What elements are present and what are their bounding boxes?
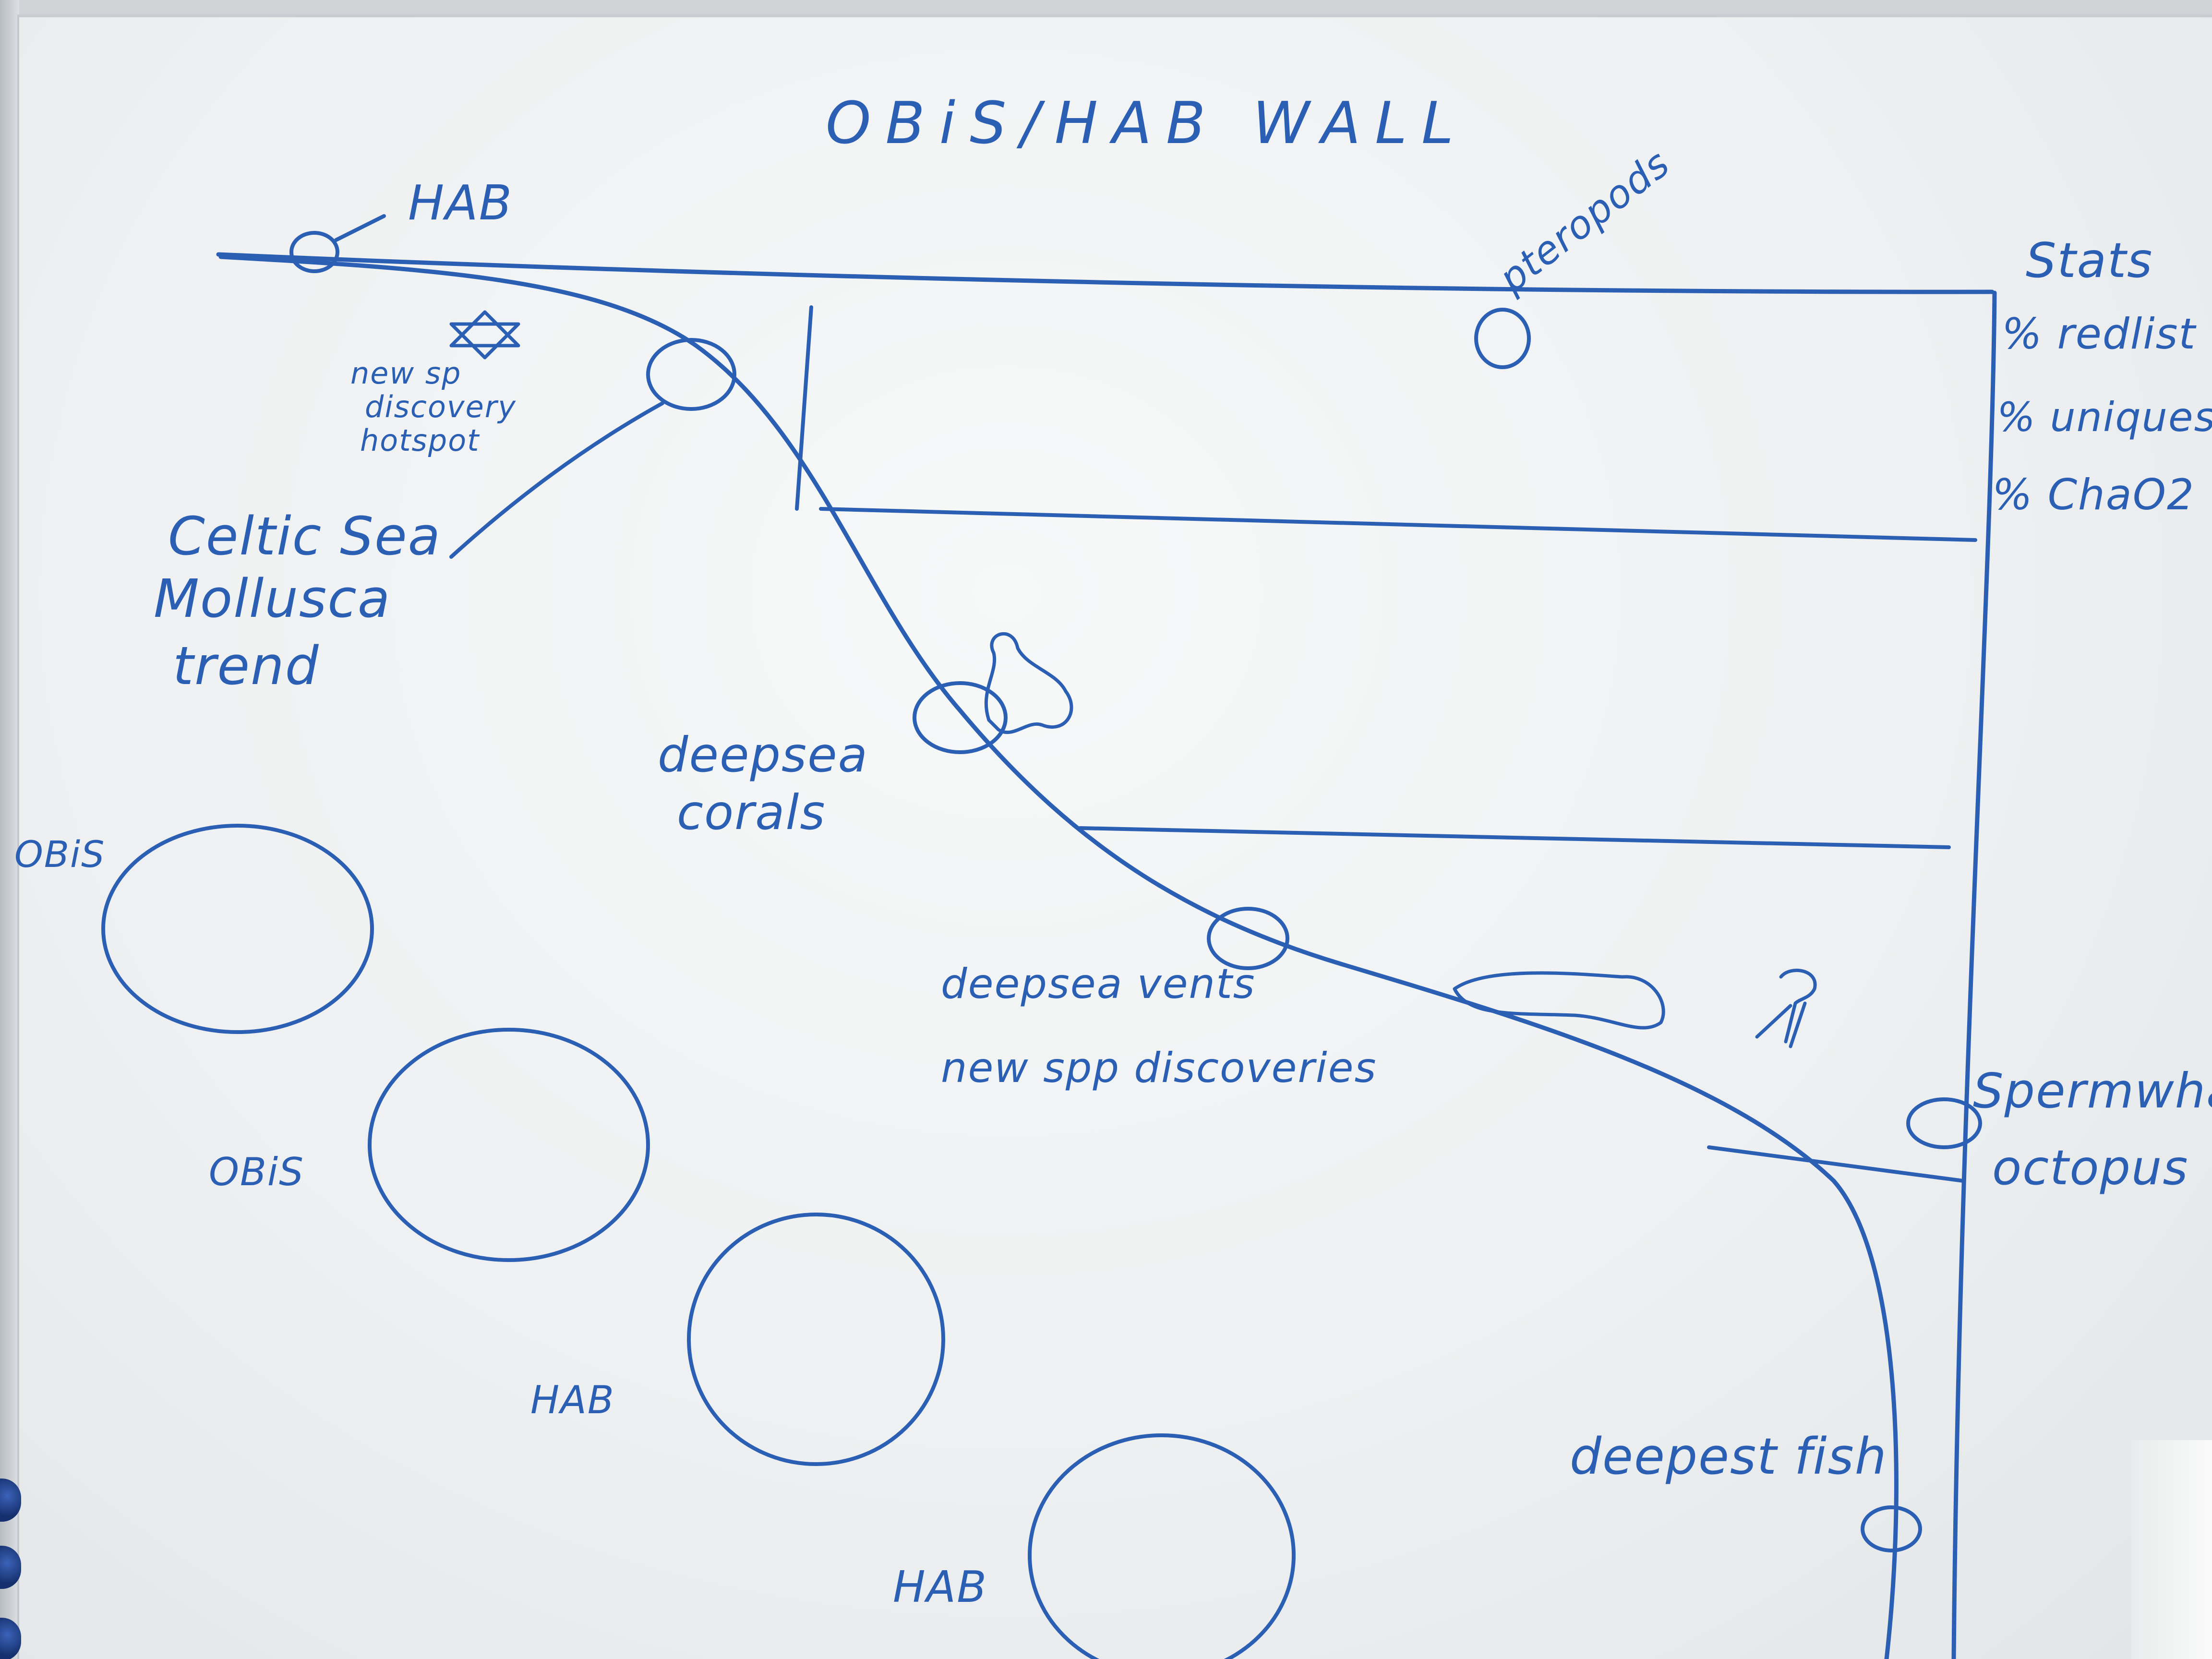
- window-reflection: [2131, 1440, 2212, 1659]
- obis-circle-1-label: OBiS: [14, 833, 106, 876]
- pteropod-circle: [1474, 308, 1531, 369]
- deepsea-corals-line1: deepsea: [658, 727, 868, 783]
- deepest-fish-circle: [1861, 1505, 1922, 1552]
- spermwhale-label-line1: Spermwhale: [1973, 1063, 2212, 1119]
- depth-line-1: [819, 507, 1977, 542]
- spermwhale-label-line2: octopus: [1992, 1140, 2189, 1196]
- hab-circle-1: [687, 1213, 945, 1466]
- hotspot-label-line1: new sp: [350, 356, 462, 391]
- spermwhale-circle: [1906, 1097, 1982, 1149]
- inner-vertical-line: [795, 305, 813, 511]
- star-icon: [449, 310, 520, 360]
- coral-circle: [913, 681, 1008, 754]
- hotspot-label-line2: discovery: [365, 389, 517, 424]
- hab-marker-circle: [289, 231, 339, 273]
- wall: [0, 0, 19, 1659]
- right-border-line: [1951, 290, 1997, 1659]
- coral-icon: [984, 632, 1073, 734]
- octopus-icon: [1755, 968, 1817, 1048]
- hab-circle-2: [1028, 1433, 1296, 1659]
- deepest-fish-label: deepest fish: [1570, 1427, 1887, 1486]
- hab-circle-2-label: HAB: [893, 1562, 987, 1612]
- whiteboard: [17, 14, 2212, 1659]
- celtic-label-line1: Celtic Sea: [168, 505, 442, 567]
- obis-circle-2-label: OBiS: [209, 1150, 304, 1194]
- celtic-label-line2: Mollusca: [154, 568, 391, 629]
- depth-line-2: [1078, 826, 1951, 849]
- hab-leader-line: [334, 214, 386, 242]
- celtic-sea-circle: [646, 338, 736, 411]
- sea-surface-line: [216, 252, 1995, 294]
- seafloor-profile-curve: [218, 254, 1899, 1659]
- celtic-sea-leader-line: [449, 401, 664, 559]
- stats-item-redlist: % redlist: [2002, 309, 2197, 359]
- depth-line-3: [1707, 1145, 1965, 1183]
- stats-title: Stats: [2026, 232, 2153, 289]
- hotspot-label-line3: hotspot: [360, 423, 480, 458]
- vents-circle: [1207, 907, 1289, 970]
- celtic-label-line3: trend: [173, 635, 320, 697]
- vents-label-line2: new spp discoveries: [941, 1044, 1377, 1092]
- stats-item-chao2: % ChaO2: [1992, 470, 2195, 519]
- obis-circle-1: [101, 824, 374, 1034]
- hab-top-label: HAB: [408, 175, 513, 231]
- hab-circle-1-label: HAB: [530, 1378, 615, 1422]
- board-title: OBiS/HAB WALL: [826, 90, 1468, 157]
- stats-item-unique: % uniquesp: [1997, 394, 2212, 441]
- vents-label-line1: deepsea vents: [941, 960, 1256, 1008]
- deepsea-corals-line2: corals: [677, 784, 826, 841]
- obis-circle-2: [368, 1028, 650, 1262]
- eel-icon: [1453, 971, 1665, 1030]
